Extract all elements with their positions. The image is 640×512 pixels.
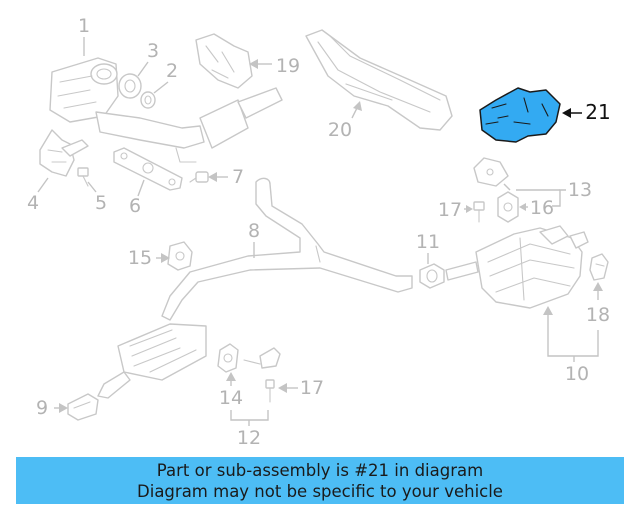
callout-14: 14	[219, 387, 243, 409]
callout-10: 10	[565, 363, 589, 385]
part-7-nut[interactable]	[189, 171, 209, 183]
callout-11: 11	[416, 231, 440, 253]
part-16-rubber-mount[interactable]	[497, 191, 519, 223]
part-9-clamp[interactable]	[67, 393, 99, 421]
part-12-bracket[interactable]	[243, 347, 281, 369]
part-10-rear-muffler[interactable]	[445, 225, 589, 309]
callout-2: 2	[166, 60, 178, 82]
part-21-heat-shield-highlighted[interactable]	[479, 87, 561, 143]
callout-20: 20	[328, 119, 352, 141]
part-1-catalytic-converter[interactable]	[49, 57, 283, 163]
part-17-bolt-lower[interactable]	[265, 379, 275, 403]
banner-line-2: Diagram may not be specific to your vehi…	[137, 482, 503, 501]
part-8-intermediate-pipe[interactable]	[161, 177, 413, 321]
callout-3: 3	[147, 40, 159, 62]
part-13-bracket[interactable]	[473, 157, 509, 187]
callout-15: 15	[128, 247, 152, 269]
part-4-bracket[interactable]	[39, 129, 89, 177]
part-20-tunnel-heat-shield[interactable]	[305, 29, 453, 131]
callout-16: 16	[530, 197, 554, 219]
callout-4: 4	[27, 192, 39, 214]
callout-5: 5	[95, 192, 107, 214]
part-3-gasket[interactable]	[118, 73, 142, 99]
part-6-flange-gasket[interactable]	[113, 147, 183, 191]
part-11-clamp[interactable]	[419, 263, 445, 289]
part-14-hanger[interactable]	[217, 343, 239, 373]
front-muffler[interactable]	[97, 323, 207, 399]
part-17-bolt-upper[interactable]	[473, 201, 485, 223]
callout-17-upper: 17	[438, 199, 462, 221]
part-19-heat-shield[interactable]	[195, 33, 253, 89]
part-2-seal-ring[interactable]	[140, 91, 156, 109]
callout-8: 8	[248, 220, 260, 242]
info-banner: Part or sub-assembly is #21 in diagram D…	[16, 457, 624, 504]
callout-1: 1	[78, 15, 90, 37]
callout-13: 13	[568, 179, 592, 201]
part-18-clip[interactable]	[589, 253, 609, 281]
callout-19: 19	[276, 55, 300, 77]
callout-17-lower: 17	[300, 377, 324, 399]
callout-6: 6	[129, 195, 141, 217]
callout-18: 18	[586, 304, 610, 326]
callout-21: 21	[585, 100, 610, 124]
callout-12: 12	[237, 427, 261, 449]
callout-7: 7	[232, 166, 244, 188]
banner-line-1: Part or sub-assembly is #21 in diagram	[156, 461, 484, 480]
part-15-hanger[interactable]	[167, 241, 193, 271]
callout-9: 9	[36, 397, 48, 419]
part-5-stud[interactable]	[77, 167, 89, 187]
